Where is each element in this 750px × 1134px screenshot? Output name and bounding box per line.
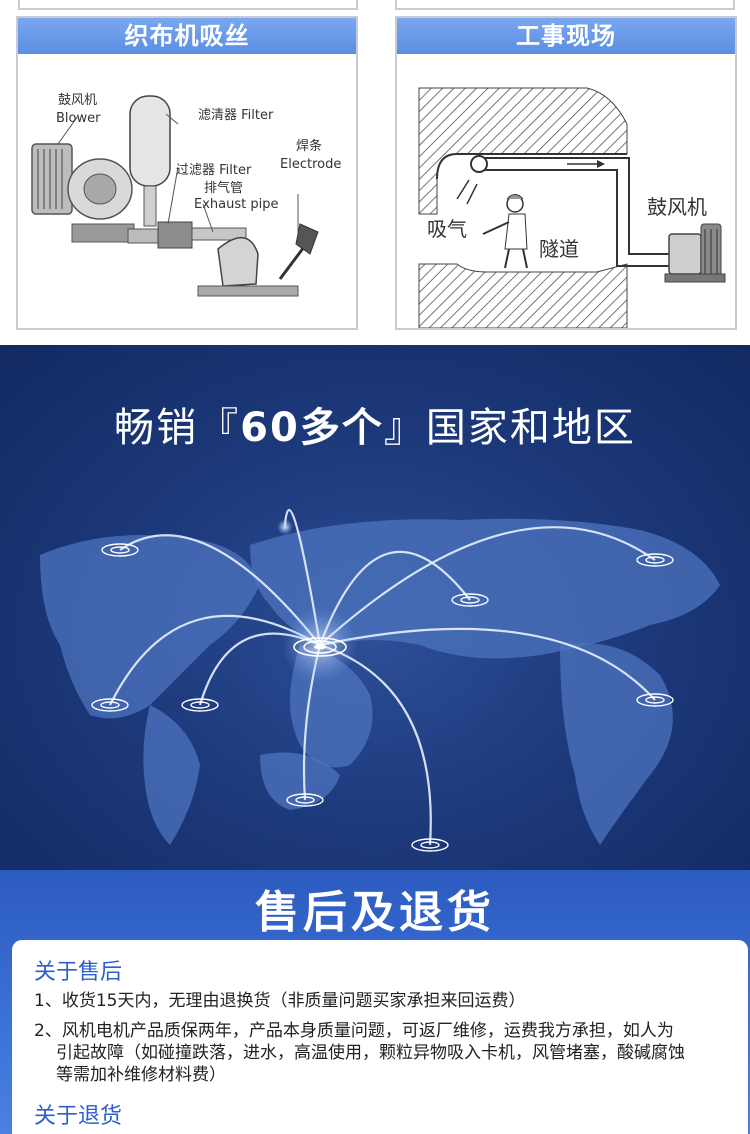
hub-marker [282, 607, 358, 683]
route-5 [319, 627, 656, 701]
marker-4 [636, 553, 674, 567]
after-sales-item-2-line-3: 等需加补维修材料费） [56, 1065, 226, 1085]
rock-ceiling [418, 87, 628, 215]
marker-5 [636, 693, 674, 707]
label-electrode-en: Electrode [280, 157, 341, 172]
marker-6 [91, 698, 129, 712]
application-panels: 织布机吸丝 [0, 0, 750, 345]
marker-9 [411, 838, 449, 852]
after-sales-item-2-line-2: 引起故障（如碰撞跌落，进水，高温使用，颗粒异物吸入卡机，风管堵塞，酸碱腐蚀 [56, 1043, 685, 1063]
map-title-post: 』国家和地区 [383, 405, 636, 451]
continents [40, 518, 720, 845]
label-tunnel: 隧道 [539, 237, 579, 261]
label-blower-en: Blower [56, 111, 101, 126]
rock-floor [418, 263, 628, 328]
construction-site-panel: 工事现场 [395, 16, 737, 330]
label-electrode-cn: 焊条 [296, 138, 322, 154]
after-sales-item-2-line-1: 2、风机电机产品质保两年，产品本身质量问题，可返厂维修，运费我方承担，如人为 [34, 1021, 674, 1041]
marker-8 [286, 793, 324, 807]
after-sales-section: 售后及退货 关于售后 1、收货15天内，无理由退换货（非质量问题买家承担来回运费… [0, 870, 750, 1134]
route-6 [109, 614, 321, 706]
marker-2 [277, 519, 293, 535]
route-4 [319, 526, 656, 646]
label-filter-mid: 过滤器 Filter [176, 163, 252, 178]
continent-americas-east [560, 643, 673, 845]
route-1 [119, 534, 321, 646]
airflow-arrow [597, 160, 605, 168]
loom-suction-panel: 织布机吸丝 [16, 16, 358, 330]
label-suction: 吸气 [427, 217, 467, 241]
map-title-pre: 畅销『 [114, 405, 241, 451]
site-diagram: 鼓风机 吸气 隧道 [418, 87, 726, 328]
after-sales-item-1: 1、收货15天内，无理由退换货（非质量问题买家承担来回运费） [34, 991, 526, 1011]
route-3 [318, 550, 471, 646]
label-filter-top: 滤清器 Filter [198, 108, 274, 123]
route-2 [283, 508, 322, 646]
after-sales-card: 关于售后 1、收货15天内，无理由退换货（非质量问题买家承担来回运费） 2、风机… [12, 940, 748, 1134]
marker-7 [181, 698, 219, 712]
label-exhaust-cn: 排气管 [204, 180, 243, 196]
duct-inlet [470, 155, 488, 173]
loom-diagram: 鼓风机 Blower 滤清器 Filter 过滤器 Filter 排气管 Exh… [31, 93, 341, 297]
label-exhaust-en: Exhaust pipe [194, 197, 278, 212]
world-map-graphic [40, 508, 720, 852]
section-returns-heading: 关于退货 [34, 1104, 123, 1129]
site-blower [668, 233, 702, 275]
inline-filter [157, 221, 193, 249]
loom-panel-title: 织布机吸丝 [18, 18, 356, 54]
label-site-blower: 鼓风机 [647, 195, 707, 219]
world-map-section: 畅销『60多个』国家和地区 [0, 345, 750, 870]
map-headline: 畅销『60多个』国家和地区 [0, 395, 750, 453]
continent-americas-west [40, 535, 260, 719]
site-panel-title: 工事现场 [397, 18, 735, 54]
blower-base [71, 223, 135, 243]
continent-oceania [260, 752, 340, 810]
previous-panel-edge-right [395, 0, 735, 10]
continent-south-west [143, 705, 200, 845]
exhaust-pipe [191, 227, 247, 241]
continent-eurasia [250, 518, 720, 659]
destination-markers [91, 519, 674, 852]
marker-3 [451, 593, 489, 607]
section-after-sales-heading: 关于售后 [34, 960, 123, 985]
marker-1 [101, 543, 139, 557]
filter-canister [129, 95, 171, 187]
previous-panel-edge-left [18, 0, 358, 10]
after-sales-title: 售后及退货 [255, 887, 495, 938]
map-title-count: 60多个 [240, 405, 384, 451]
label-blower-cn: 鼓风机 [58, 93, 97, 108]
